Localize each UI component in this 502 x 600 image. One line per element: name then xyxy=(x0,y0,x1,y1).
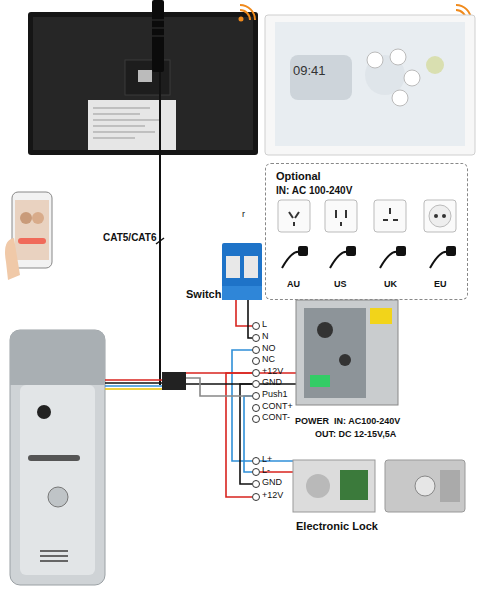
terminal-name: +12V xyxy=(262,367,283,377)
plug-type: UK xyxy=(384,280,397,290)
component-box: Electronic Lock xyxy=(293,457,465,515)
psu-board xyxy=(304,308,366,398)
cat-cable xyxy=(159,72,161,385)
terminals xyxy=(253,323,260,501)
stray-mark: r xyxy=(242,210,245,220)
cable-label: CAT5/CAT6 xyxy=(103,232,157,243)
hand xyxy=(5,238,20,280)
psu-warning xyxy=(370,308,392,324)
terminal-name: CONT+ xyxy=(262,402,293,412)
component-box: POWER IN: AC100-240VOUT: DC 12-15V,5A xyxy=(293,296,400,408)
node-title: Switch xyxy=(186,288,221,300)
monitor-back xyxy=(28,12,258,155)
breaker-handle xyxy=(226,256,240,278)
lock-inside xyxy=(293,460,375,512)
lock-board xyxy=(340,470,368,500)
terminal-name: GND xyxy=(262,478,282,488)
terminal-name: +12V xyxy=(262,491,283,501)
psu-terminal xyxy=(310,375,330,387)
plug-type: EU xyxy=(434,280,447,290)
plugs xyxy=(298,246,456,256)
monitor-back-panel xyxy=(33,17,253,150)
terminal-name: N xyxy=(262,332,269,342)
camera-lens xyxy=(37,405,51,419)
plug-type: AU xyxy=(287,280,300,290)
terminal-name: CONT- xyxy=(262,413,290,423)
sticker-lines xyxy=(93,108,160,138)
station-face xyxy=(20,385,95,575)
phone-face xyxy=(20,212,32,224)
lock-cylinder xyxy=(415,476,435,496)
terminal-name: L xyxy=(262,320,267,330)
power-supply xyxy=(296,300,398,405)
terminal-name: L- xyxy=(262,466,270,476)
terminal-name: NO xyxy=(262,344,276,354)
phone-screen xyxy=(15,200,49,260)
smartphone xyxy=(12,192,52,268)
monitor-sticker xyxy=(88,100,176,150)
rj45-port xyxy=(138,70,152,82)
psu-capacitor xyxy=(317,322,333,338)
wires xyxy=(185,300,296,497)
psu-capacitor xyxy=(339,354,351,366)
terminal-name: NC xyxy=(262,355,275,365)
clock-time: 09:41 xyxy=(293,64,326,78)
breaker-switch xyxy=(222,243,262,300)
component-box: Switch xyxy=(222,243,262,300)
call-button xyxy=(48,487,68,507)
plug-rings xyxy=(152,20,164,36)
speaker-holes xyxy=(40,550,68,562)
terminal-name: Push1 xyxy=(262,390,288,400)
terminal-name: GND xyxy=(262,378,282,388)
sockets xyxy=(278,200,456,232)
node-text: OUT: DC 12-15V,5A xyxy=(315,430,396,440)
cable-bundle xyxy=(105,380,165,389)
phone-button xyxy=(18,238,46,244)
breaker-base xyxy=(222,286,262,300)
rain-hood xyxy=(10,330,105,385)
screen-icons xyxy=(365,49,444,106)
terminal-name: L+ xyxy=(262,455,272,465)
cable-connector xyxy=(162,372,186,390)
lock-outside xyxy=(385,460,465,512)
monitor-front xyxy=(265,15,475,155)
plug-type: US xyxy=(334,280,347,290)
phone-face xyxy=(32,212,44,224)
breaker-handle xyxy=(244,256,258,278)
lock-bolt xyxy=(440,470,460,502)
cable-tick xyxy=(156,238,164,244)
cable-plug xyxy=(152,0,164,72)
monitor-screen xyxy=(275,22,465,146)
clock-panel xyxy=(290,55,352,100)
node-title: POWER IN: AC100-240V xyxy=(295,417,400,427)
name-slot xyxy=(28,455,80,461)
node-text: IN: AC 100-240V xyxy=(276,185,352,196)
node-title: Optional xyxy=(276,170,321,182)
node-title: Electronic Lock xyxy=(296,520,378,532)
lock-gear xyxy=(306,474,330,498)
door-station xyxy=(10,330,105,585)
